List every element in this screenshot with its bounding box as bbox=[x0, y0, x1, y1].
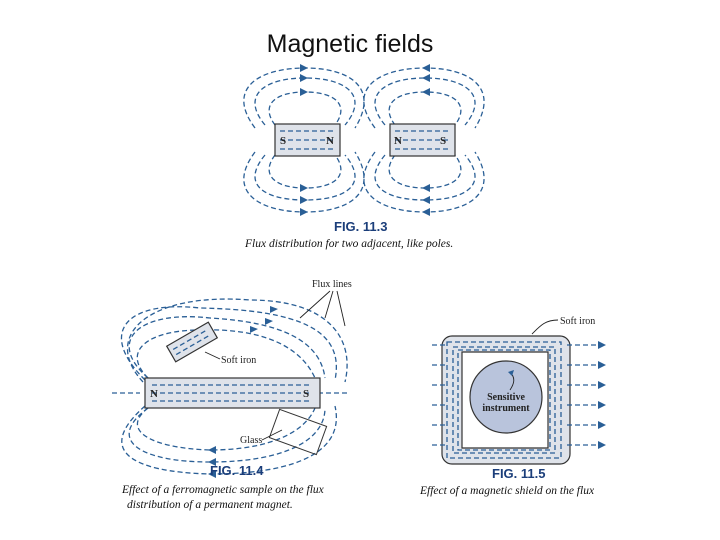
flux-lines-label: Flux lines bbox=[312, 279, 352, 290]
right-magnet-n-pole: N bbox=[394, 135, 402, 147]
fig-11-5-soft-iron-label: Soft iron bbox=[560, 316, 595, 327]
soft-iron-sample bbox=[165, 321, 219, 363]
fig-11-4-caption-line-1: Effect of a ferromagnetic sample on the … bbox=[121, 484, 325, 496]
fig-11-5-arrows bbox=[598, 341, 606, 449]
glass-sample bbox=[268, 408, 328, 456]
magnetic-shield bbox=[441, 335, 571, 465]
glass-label: Glass bbox=[240, 435, 262, 446]
fig-11-4-label: FIG. 11.4 bbox=[210, 463, 264, 478]
fig-11-4-s-pole: S bbox=[303, 388, 309, 400]
right-magnet-s-pole: S bbox=[440, 135, 446, 147]
fig-11-3: S N N S FIG. 11.3 Flux distribution for … bbox=[243, 64, 485, 250]
fig-11-4-caption-line-2: distribution of a permanent magnet. bbox=[127, 499, 293, 511]
fig-11-4-arrows bbox=[208, 306, 278, 478]
sensitive-instrument bbox=[469, 360, 543, 434]
instrument-label-line-1: Sensitive bbox=[487, 392, 525, 403]
fig-11-4: N S Flux lines Soft iron Glass FIG. 11.4… bbox=[112, 279, 352, 511]
fig-11-4-n-pole: N bbox=[150, 388, 158, 400]
fig-11-5: Sensitive instrument Soft iron FIG. 11.5… bbox=[419, 316, 606, 497]
left-magnet-n-pole: N bbox=[326, 135, 334, 147]
fig-11-5-caption: Effect of a magnetic shield on the flux bbox=[419, 485, 595, 497]
fig-11-5-flux-lines bbox=[432, 341, 605, 459]
fig-11-3-caption: Flux distribution for two adjacent, like… bbox=[244, 238, 453, 250]
slide-title: Magnetic fields bbox=[266, 30, 434, 58]
fig-11-3-label: FIG. 11.3 bbox=[334, 219, 387, 234]
left-magnet-s-pole: S bbox=[280, 135, 286, 147]
instrument-label-line-2: instrument bbox=[482, 403, 530, 414]
fig-11-3-arrows bbox=[300, 64, 430, 216]
fig-11-5-label: FIG. 11.5 bbox=[492, 466, 545, 481]
fig-11-4-soft-iron-label: Soft iron bbox=[221, 355, 256, 366]
